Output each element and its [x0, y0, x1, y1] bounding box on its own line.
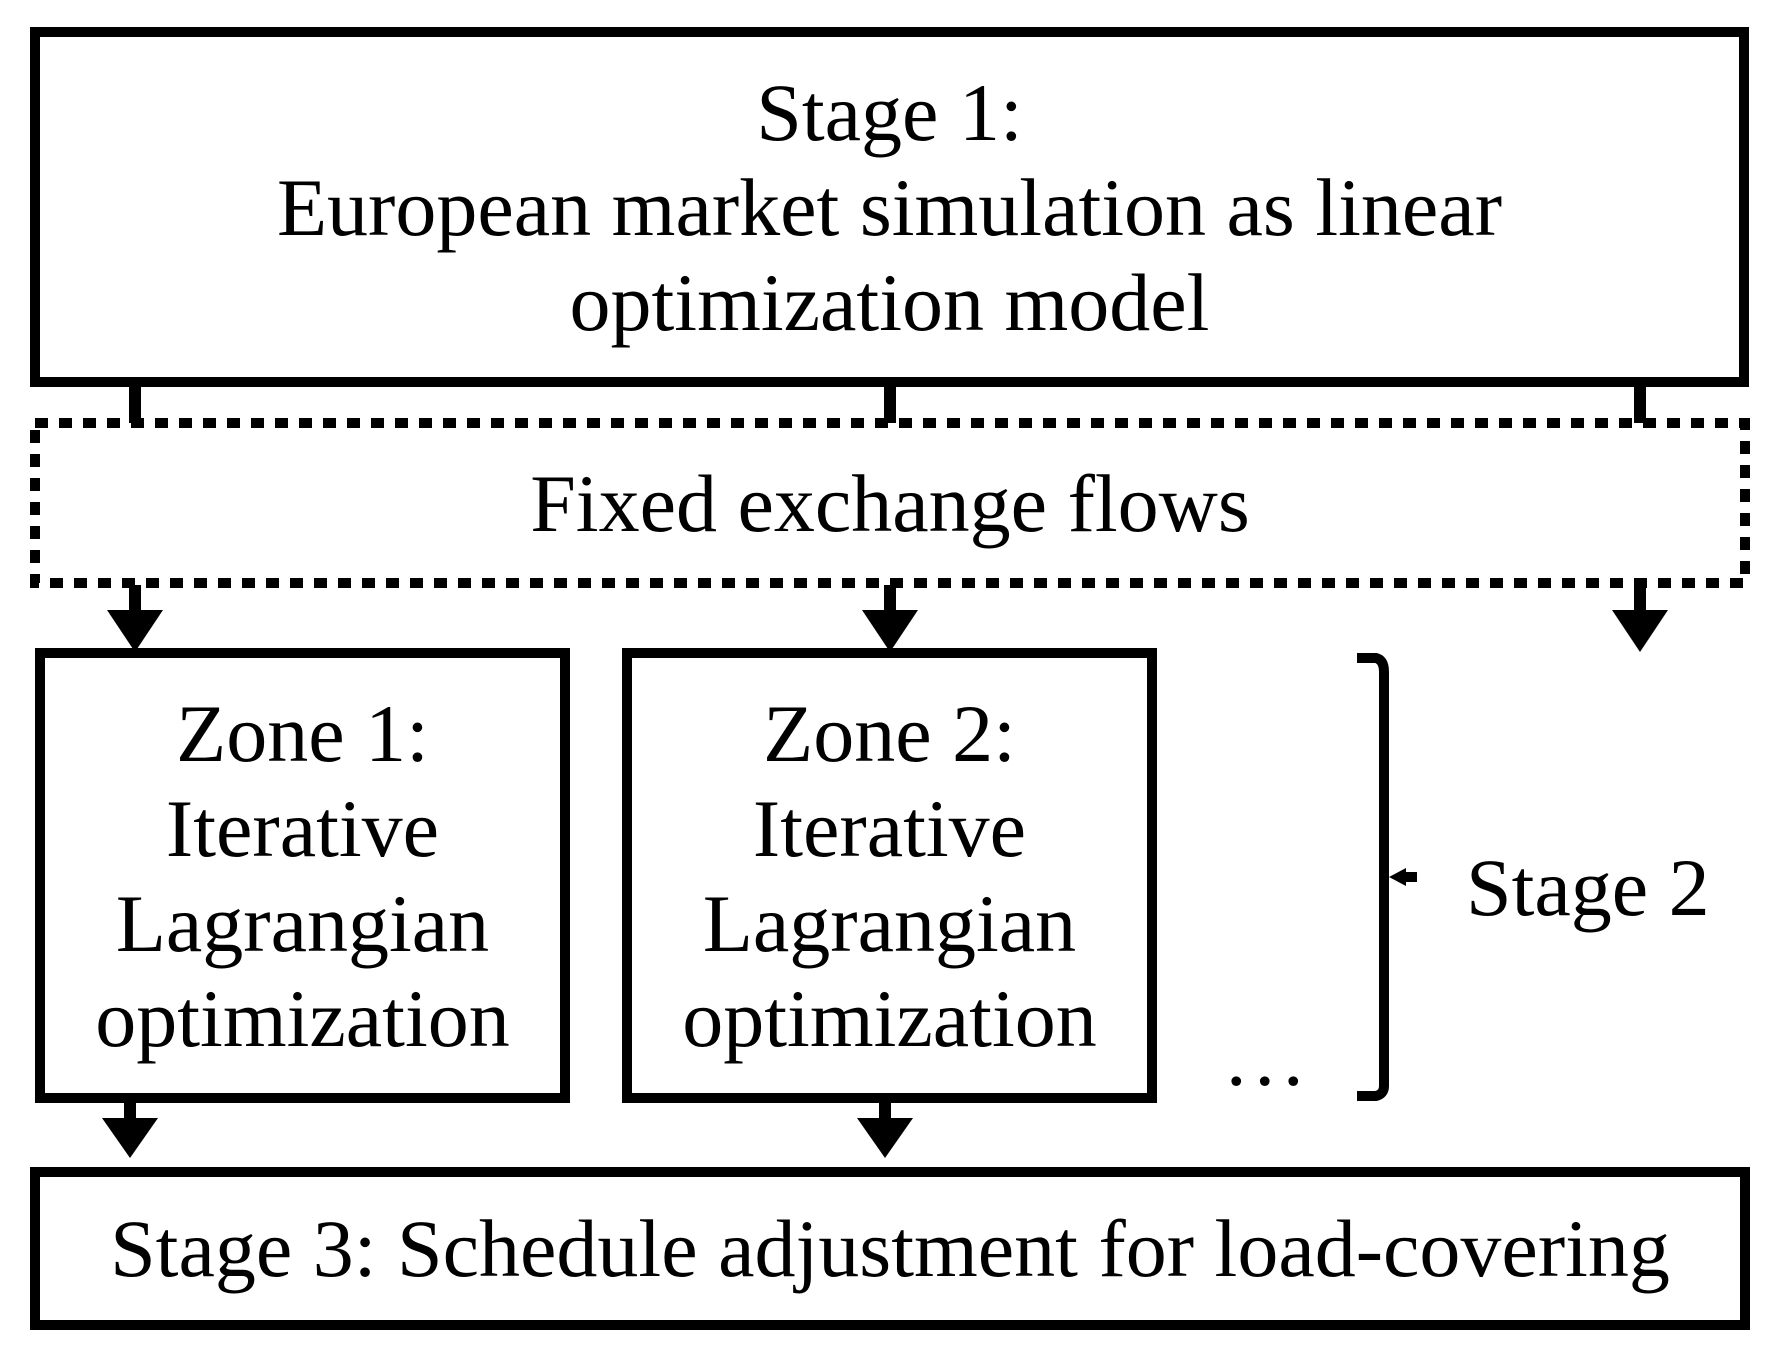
exchange-box-dotted-border: [30, 418, 1750, 588]
connector-stub-center: [884, 383, 896, 423]
exchange-flows-label: Fixed exchange flows: [530, 457, 1250, 549]
arrow-down-icon-to-zone1: [107, 585, 163, 652]
stage1-line-2: European market simulation as linear: [276, 161, 1503, 253]
arrow-down-icon-zone1-to-stage3: [102, 1100, 158, 1158]
stage3-label: Stage 3: Schedule adjustment for load-co…: [110, 1203, 1670, 1294]
arrow-down-icon-to-more-zones: [1612, 585, 1668, 652]
stage1-line-3: optimization model: [569, 256, 1210, 348]
stage1-box: Stage 1: European market simulation as l…: [30, 27, 1749, 387]
stage3-box: Stage 3: Schedule adjustment for load-co…: [30, 1167, 1750, 1330]
zone1-line-1: Zone 1:: [176, 687, 429, 779]
zone1-line-3: Lagrangian: [115, 877, 490, 969]
zone2-line-4: optimization: [682, 972, 1097, 1064]
zone2-line-1: Zone 2:: [763, 687, 1016, 779]
stage1-line-1: Stage 1:: [756, 66, 1023, 158]
zone2-line-3: Lagrangian: [702, 877, 1077, 969]
stage2-label: Stage 2: [1466, 842, 1710, 933]
zone1-box: Zone 1: Iterative Lagrangian optimizatio…: [35, 648, 570, 1103]
connector-stub-right: [1634, 383, 1646, 423]
arrow-down-icon-zone2-to-stage3: [857, 1100, 913, 1158]
more-zones-ellipsis: ...: [1226, 1012, 1312, 1103]
zone2-box: Zone 2: Iterative Lagrangian optimizatio…: [622, 648, 1157, 1103]
connector-stub-left: [129, 383, 141, 423]
arrow-down-icon-to-zone2: [862, 585, 918, 652]
zone2-line-2: Iterative: [752, 782, 1027, 874]
stage2-brace: [1357, 653, 1417, 1101]
zone1-line-4: optimization: [95, 972, 510, 1064]
zone1-line-2: Iterative: [165, 782, 440, 874]
